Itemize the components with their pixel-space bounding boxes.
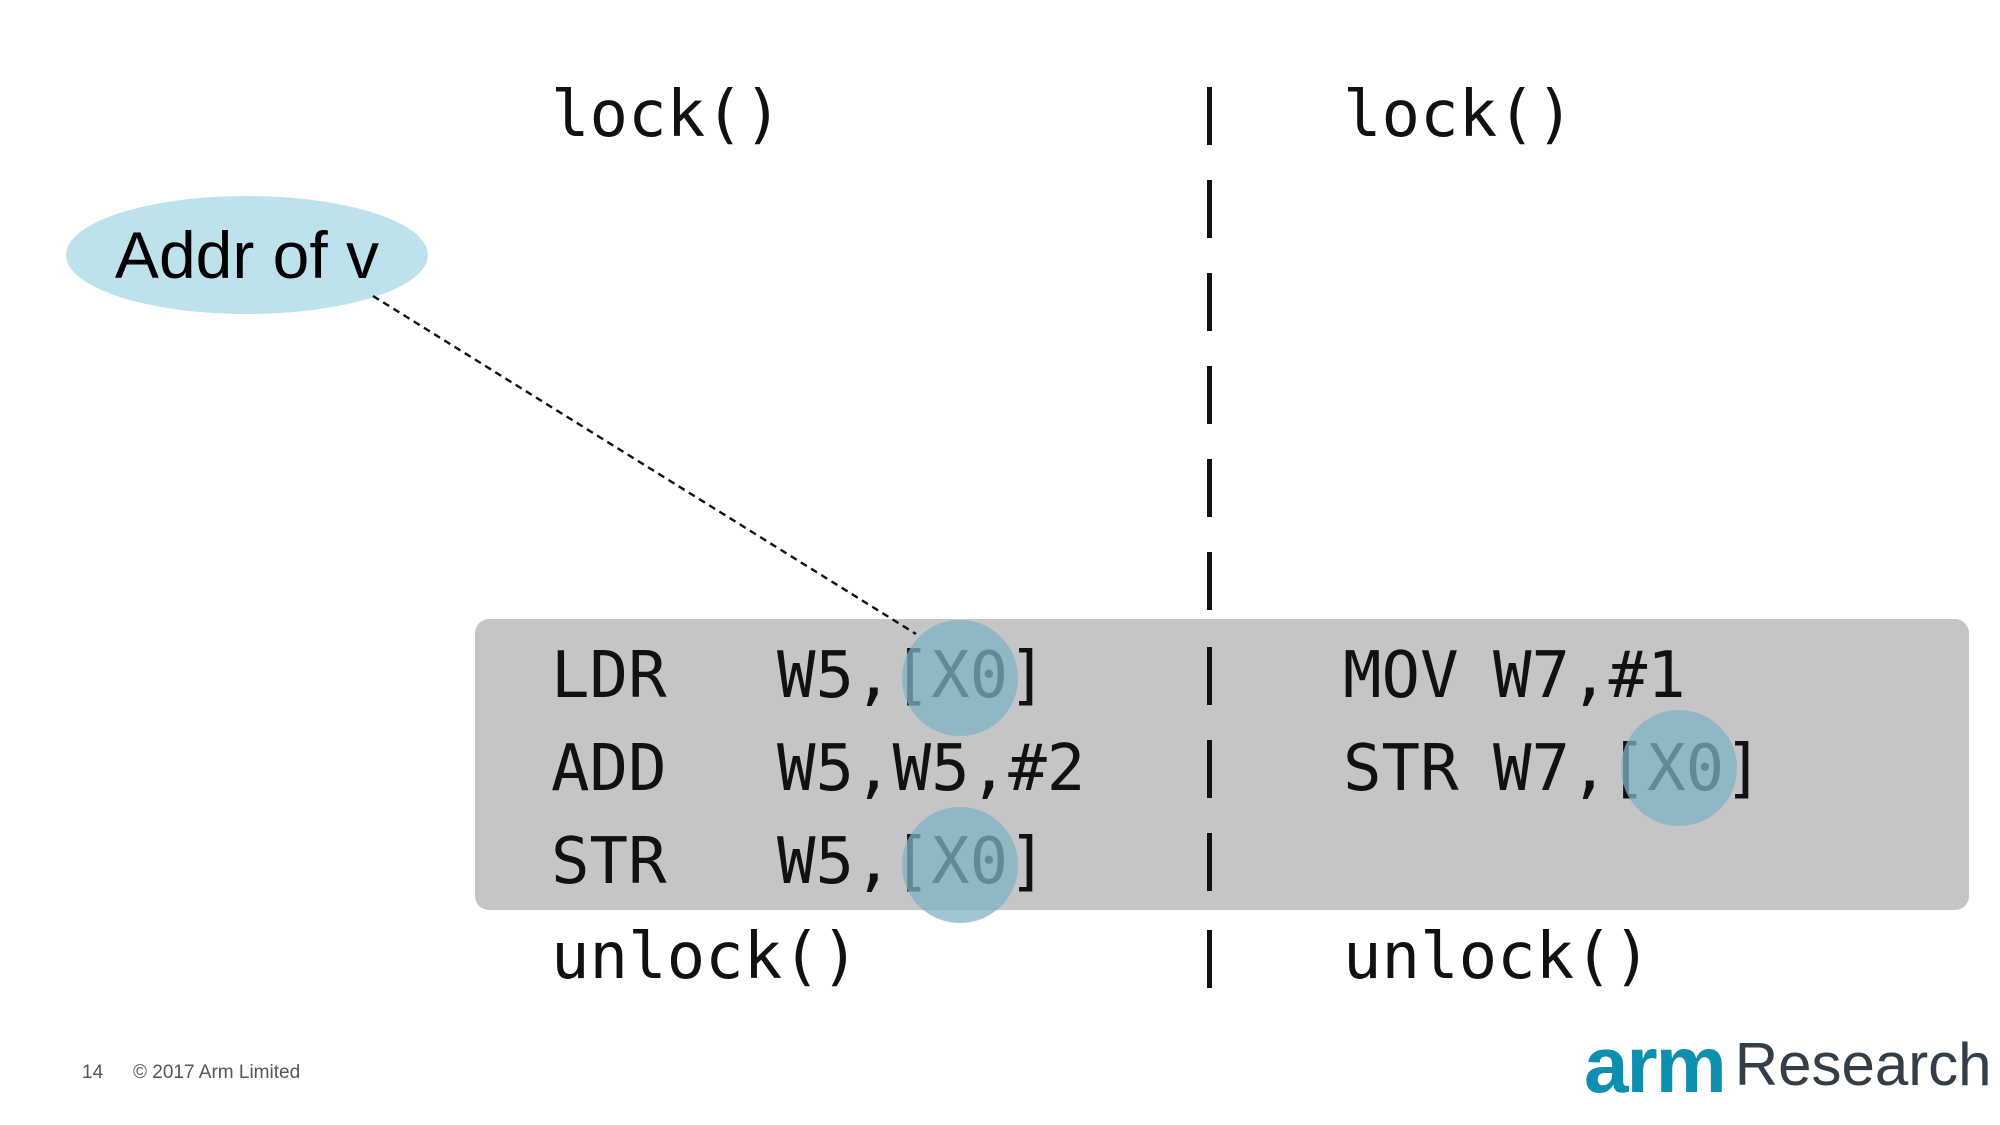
divider-dash [1207,366,1212,424]
callout-label: Addr of v [114,218,380,292]
left-instr-args-2: W5,W5,#2 [777,732,1086,806]
copyright-notice: © 2017 Arm Limited [133,1062,301,1083]
right-lock-call: lock() [1343,78,1575,152]
divider-dash [1207,740,1212,798]
divider-dash [1207,459,1212,517]
divider-dash [1207,552,1212,610]
left-unlock-call: unlock() [551,920,860,994]
x0-highlight-circle [902,807,1018,923]
logo-brand: arm [1584,1020,1727,1109]
right-unlock-call: unlock() [1343,920,1652,994]
divider-dash [1207,833,1212,891]
left-lock-call: lock() [551,78,783,152]
divider-dash [1207,87,1212,145]
x0-highlight-circle [1621,710,1737,826]
divider-dash [1207,273,1212,331]
arm-research-logo: arm Research [1584,1020,1992,1109]
right-instr-args-1: W7,#1 [1493,639,1686,713]
right-instr-op-2: STR [1343,732,1459,806]
right-instr-op-1: MOV [1343,639,1459,713]
address-callout: Addr of v [66,196,428,314]
page-number: 14 [82,1062,104,1083]
divider-dash [1207,930,1212,988]
left-instr-op-1: LDR [551,639,667,713]
x0-highlight-circle [902,620,1018,736]
left-instr-op-2: ADD [551,732,667,806]
divider-dash [1207,180,1212,238]
left-instr-op-3: STR [551,825,667,899]
logo-suffix: Research [1734,1031,1992,1098]
divider-dash [1207,647,1212,705]
